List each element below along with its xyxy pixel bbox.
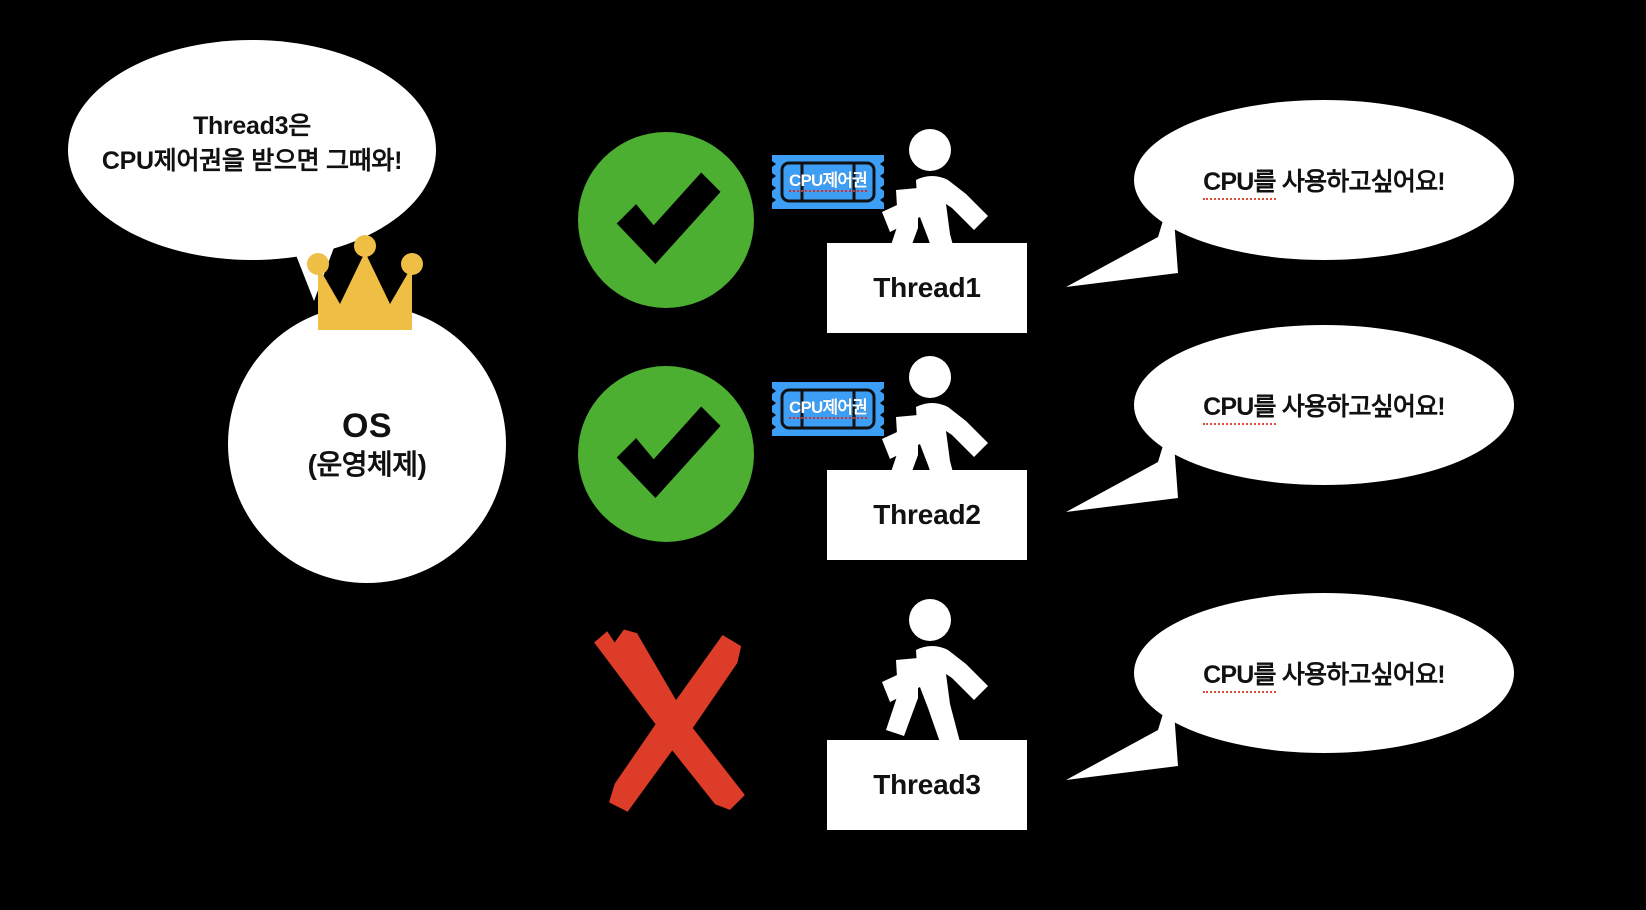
thread-box-label-row2: Thread2 xyxy=(873,499,981,530)
thread-speech-bubble-row2: CPU를 사용하고싶어요! xyxy=(1134,325,1514,485)
thread-speech-bubble-text-row2: CPU를 사용하고싶어요! xyxy=(1203,387,1446,425)
thread-speech-bubble-row3: CPU를 사용하고싶어요! xyxy=(1134,593,1514,753)
os-node-title: OS xyxy=(341,406,393,445)
thread-speech-bubble-rest-row3: 사용하고싶어요! xyxy=(1275,661,1446,689)
runner-icon-row3 xyxy=(882,599,988,748)
cpu-ticket-row1: CPU제어권 xyxy=(768,151,888,213)
thread-box-row1: Thread1 xyxy=(827,243,1027,333)
check-circle-icon-row2 xyxy=(578,366,754,542)
spellcheck-underlined-text-row3: CPU를 xyxy=(1203,661,1277,693)
spellcheck-underlined-text-row1: CPU를 xyxy=(1203,168,1277,200)
thread-speech-bubble-rest-row2: 사용하고싶어요! xyxy=(1275,393,1446,421)
thread-box-label-row1: Thread1 xyxy=(873,272,981,303)
thread-speech-bubble-rest-row1: 사용하고싶어요! xyxy=(1275,168,1446,196)
cross-mark-icon-row3 xyxy=(594,629,745,812)
thread-bubble-tail-row2 xyxy=(1066,416,1178,512)
crown-icon xyxy=(300,230,430,340)
os-speech-bubble: Thread3은 CPU제어권을 받으면 그때와! xyxy=(68,40,436,260)
thread-speech-bubble-text-row1: CPU를 사용하고싶어요! xyxy=(1203,162,1446,200)
check-circle-icon-row1 xyxy=(578,132,754,308)
thread-speech-bubble-row1: CPU를 사용하고싶어요! xyxy=(1134,100,1514,260)
os-node: OS (운영체제) xyxy=(228,305,506,583)
thread-bubble-tail-row3 xyxy=(1066,684,1178,780)
os-node-subtitle: (운영체제) xyxy=(307,448,427,480)
cpu-ticket-row2: CPU제어권 xyxy=(768,378,888,440)
runner-icon-row2 xyxy=(882,356,988,505)
thread-bubble-tail-row1 xyxy=(1066,191,1178,287)
thread-box-row3: Thread3 xyxy=(827,740,1027,830)
os-speech-bubble-text: Thread3은 CPU제어권을 받으면 그때와! xyxy=(101,111,403,176)
thread-box-label-row3: Thread3 xyxy=(873,769,981,800)
runner-icon-row1 xyxy=(882,129,988,278)
thread-box-row2: Thread2 xyxy=(827,470,1027,560)
thread-speech-bubble-text-row3: CPU를 사용하고싶어요! xyxy=(1203,655,1446,693)
spellcheck-underlined-text-row2: CPU를 xyxy=(1203,393,1277,425)
